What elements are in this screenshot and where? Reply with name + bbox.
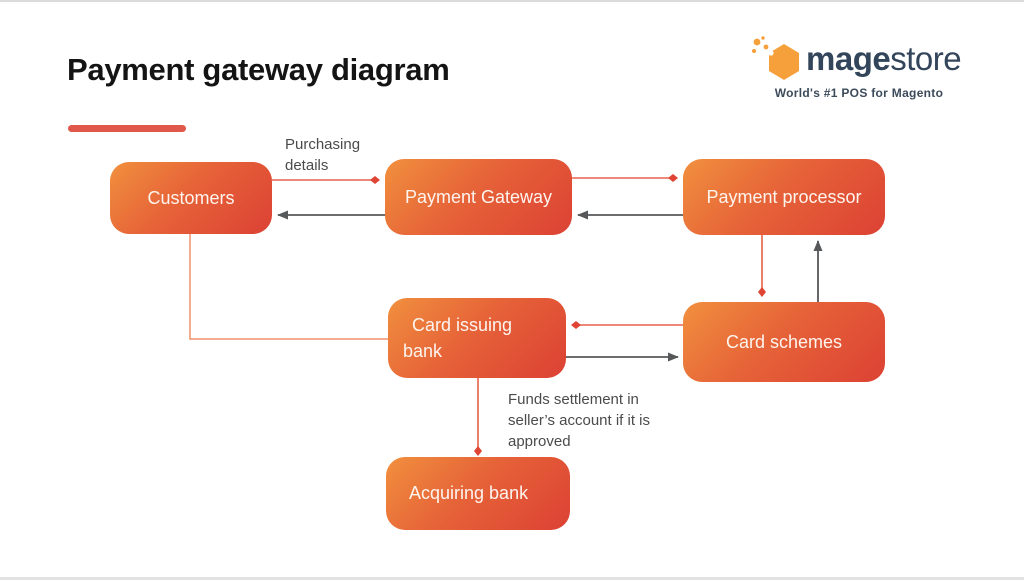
annotation-funds-settlement: Funds settlement in seller’s account if …	[508, 391, 651, 450]
node-card-schemes: Card schemes	[683, 302, 885, 382]
node-payment-processor: Payment processor	[683, 159, 885, 235]
node-card-schemes-label: Card schemes	[725, 331, 843, 352]
node-acquiring-bank: Acquiring bank	[386, 457, 570, 530]
annotation-purchasing-details: Purchasing details	[285, 136, 361, 174]
magestore-hexagon-icon	[752, 36, 799, 80]
node-customers: Customers	[110, 162, 272, 234]
page-title: Payment gateway diagram	[67, 52, 450, 87]
wordmark-store: store	[890, 39, 962, 77]
magestore-wordmark: magestore	[806, 39, 962, 77]
wordmark-mage: mage	[806, 39, 891, 77]
node-payment-processor-label: Payment processor	[706, 186, 862, 207]
title-underline-accent	[68, 125, 186, 132]
node-customers-label: Customers	[147, 187, 235, 208]
logo-tagline: World's #1 POS for Magento	[774, 86, 944, 100]
node-payment-gateway-label: Payment Gateway	[404, 186, 553, 207]
magestore-logo: magestore World's #1 POS for Magento	[748, 35, 970, 100]
node-card-issuing-bank: Card issuing bank	[388, 298, 566, 378]
node-payment-gateway: Payment Gateway	[385, 159, 572, 235]
connector-customers-to-issuing-bank	[189, 234, 388, 340]
node-acquiring-bank-label: Acquiring bank	[409, 483, 529, 503]
node-card-issuing-bank-label: Card issuing bank	[403, 314, 513, 361]
